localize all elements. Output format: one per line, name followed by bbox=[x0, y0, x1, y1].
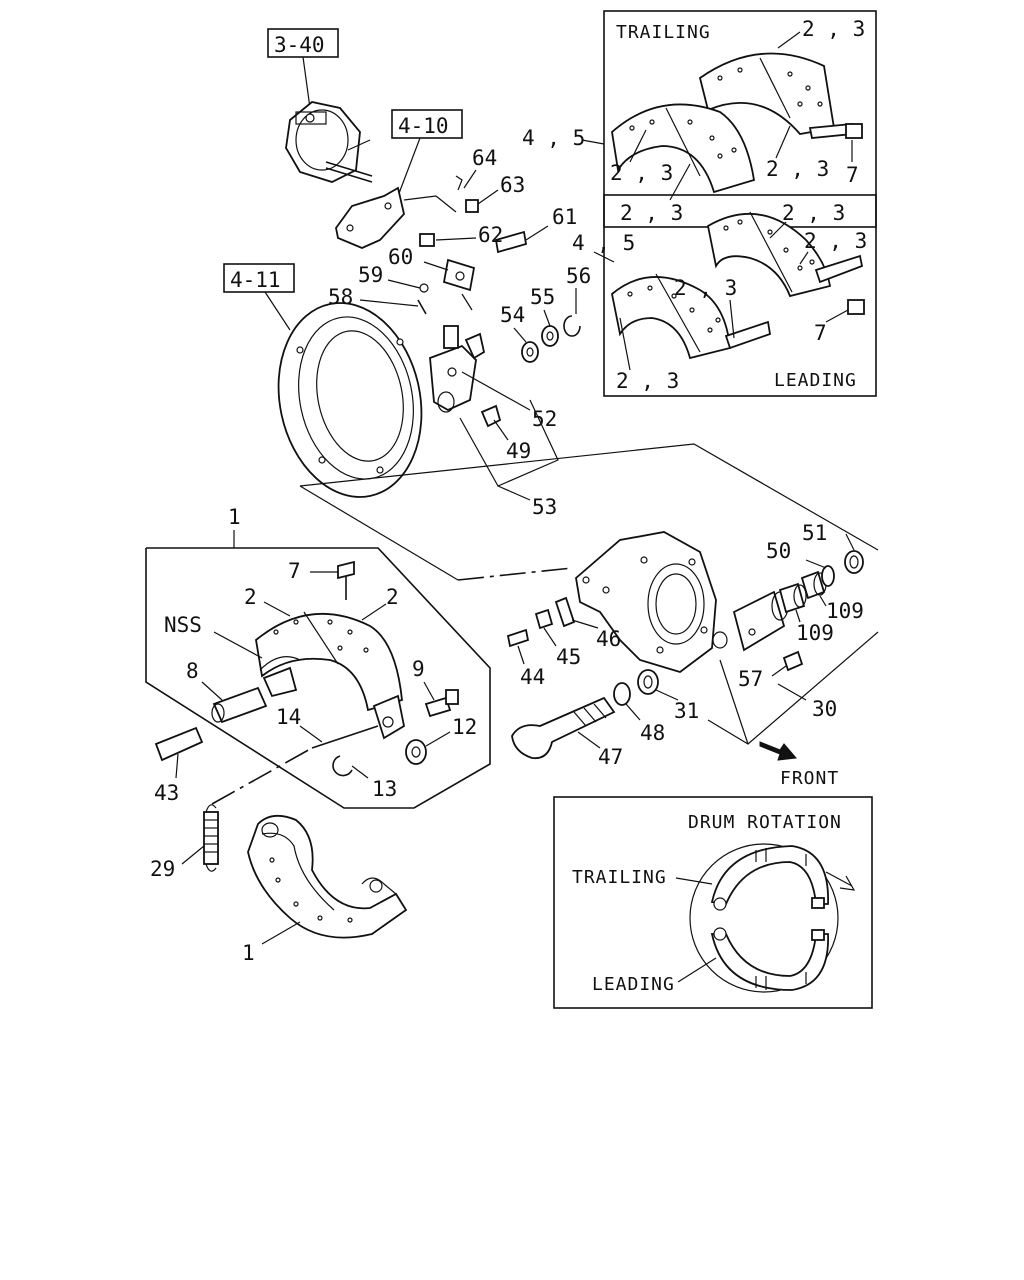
dust-shield bbox=[277, 302, 423, 498]
svg-text:7: 7 bbox=[288, 559, 301, 583]
trailing-label: TRAILING bbox=[572, 867, 667, 888]
svg-text:14: 14 bbox=[276, 705, 301, 729]
svg-text:2 , 3: 2 , 3 bbox=[674, 276, 737, 300]
svg-text:1: 1 bbox=[242, 941, 255, 965]
leading-label: LEADING bbox=[592, 974, 675, 995]
svg-text:109: 109 bbox=[826, 599, 864, 623]
svg-text:109: 109 bbox=[796, 621, 834, 645]
clevis-and-pins bbox=[417, 175, 528, 315]
svg-text:2: 2 bbox=[386, 585, 399, 609]
svg-text:54: 54 bbox=[500, 303, 525, 327]
svg-text:45: 45 bbox=[556, 645, 581, 669]
camshaft bbox=[511, 696, 616, 760]
svg-text:8: 8 bbox=[186, 659, 199, 683]
svg-text:61: 61 bbox=[552, 205, 577, 229]
svg-text:56: 56 bbox=[566, 264, 591, 288]
svg-text:63: 63 bbox=[500, 173, 525, 197]
camshaft-tube bbox=[732, 590, 789, 652]
leading-lining-box: LEADING 4 , 5 2 , 3 2 , 3 2 , 3 2 , 3 7 bbox=[572, 194, 877, 397]
ref-label-4-11: 4-11 bbox=[230, 268, 281, 292]
brake-shoe-lower bbox=[247, 814, 408, 939]
trailing-title: TRAILING bbox=[616, 22, 711, 43]
svg-text:30: 30 bbox=[812, 697, 837, 721]
svg-text:59: 59 bbox=[358, 263, 383, 287]
brake-shoe-assembly-frame: 1 bbox=[145, 505, 491, 809]
svg-text:58: 58 bbox=[328, 285, 353, 309]
front-label: FRONT bbox=[780, 768, 839, 789]
callouts-shoe: 7 2 2 NSS 8 9 14 12 13 43 29 1 bbox=[150, 559, 477, 965]
trailing-lining-box: TRAILING 2 , 3 4 , 5 2 , 3 2 , 3 2 , 3 7 bbox=[522, 10, 877, 228]
brake-shoe-upper bbox=[255, 560, 406, 740]
svg-text:2 , 3: 2 , 3 bbox=[766, 157, 829, 181]
washers-54-55-56 bbox=[521, 315, 581, 363]
svg-text:55: 55 bbox=[530, 285, 555, 309]
svg-text:2: 2 bbox=[244, 585, 257, 609]
leading-title: LEADING bbox=[774, 370, 857, 391]
svg-text:7: 7 bbox=[814, 321, 827, 345]
small-spider-parts bbox=[506, 596, 804, 706]
svg-text:44: 44 bbox=[520, 665, 545, 689]
shoe-pins-and-rollers bbox=[154, 686, 459, 805]
svg-text:2 , 3: 2 , 3 bbox=[802, 17, 865, 41]
svg-text:2 , 3: 2 , 3 bbox=[620, 201, 683, 225]
svg-text:2 , 3: 2 , 3 bbox=[616, 369, 679, 393]
svg-text:48: 48 bbox=[640, 721, 665, 745]
svg-text:64: 64 bbox=[472, 146, 497, 170]
bushings-seals bbox=[778, 550, 864, 614]
svg-text:NSS: NSS bbox=[164, 613, 202, 637]
svg-text:2 , 3: 2 , 3 bbox=[782, 201, 845, 225]
front-arrow: FRONT bbox=[759, 741, 839, 789]
svg-text:60: 60 bbox=[388, 245, 413, 269]
svg-text:9: 9 bbox=[412, 657, 425, 681]
svg-text:13: 13 bbox=[372, 777, 397, 801]
svg-text:57: 57 bbox=[738, 667, 763, 691]
chamber-bracket bbox=[335, 186, 457, 249]
svg-text:50: 50 bbox=[766, 539, 791, 563]
svg-text:47: 47 bbox=[598, 745, 623, 769]
drum-rotation-box: DRUM ROTATION TRAILING LEADING bbox=[553, 796, 873, 1009]
brake-chamber-assembly bbox=[285, 101, 373, 183]
svg-text:53: 53 bbox=[532, 495, 557, 519]
svg-text:49: 49 bbox=[506, 439, 531, 463]
ref-label-4-10: 4-10 bbox=[398, 114, 449, 138]
svg-text:51: 51 bbox=[802, 521, 827, 545]
ref-box-3-40[interactable]: 3-40 bbox=[267, 28, 339, 58]
slack-adjuster-assembly bbox=[429, 325, 502, 428]
return-spring bbox=[203, 804, 219, 872]
ref-box-4-11[interactable]: 4-11 bbox=[223, 263, 295, 293]
callouts-spider: 51 50 109 109 46 45 44 57 31 30 48 47 bbox=[517, 521, 864, 769]
svg-text:2 , 3: 2 , 3 bbox=[804, 229, 867, 253]
drum-rotation-title: DRUM ROTATION bbox=[688, 812, 842, 833]
brake-spider bbox=[575, 531, 728, 673]
callouts-top: 64 63 62 61 60 59 58 56 55 54 52 49 53 bbox=[328, 146, 591, 519]
svg-text:62: 62 bbox=[478, 223, 503, 247]
svg-text:4 , 5: 4 , 5 bbox=[522, 126, 585, 150]
svg-text:7: 7 bbox=[846, 163, 859, 187]
svg-text:43: 43 bbox=[154, 781, 179, 805]
ref-label-3-40: 3-40 bbox=[274, 33, 325, 57]
ref-box-4-10[interactable]: 4-10 bbox=[391, 109, 463, 139]
svg-text:31: 31 bbox=[674, 699, 699, 723]
svg-text:2 , 3: 2 , 3 bbox=[610, 161, 673, 185]
svg-text:29: 29 bbox=[150, 857, 175, 881]
svg-text:52: 52 bbox=[532, 407, 557, 431]
svg-text:1: 1 bbox=[228, 505, 241, 529]
svg-text:4 , 5: 4 , 5 bbox=[572, 231, 635, 255]
svg-text:46: 46 bbox=[596, 627, 621, 651]
svg-text:12: 12 bbox=[452, 715, 477, 739]
